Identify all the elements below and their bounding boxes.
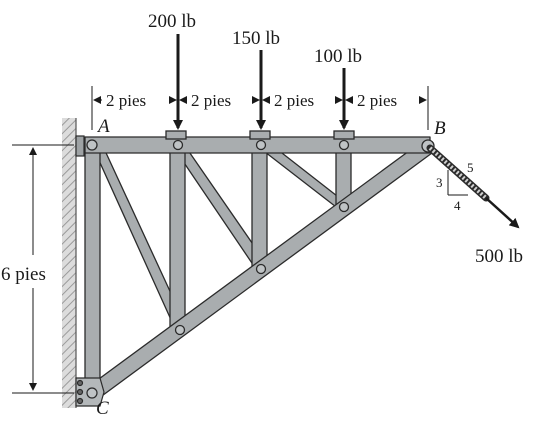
span-dimension	[91, 86, 429, 130]
span-1-label: 2 pies	[106, 91, 146, 110]
span-2-label: 2 pies	[191, 91, 231, 110]
joints	[86, 130, 435, 336]
wall	[62, 118, 76, 408]
span-4-label: 2 pies	[357, 91, 397, 110]
support-a-bracket	[75, 135, 85, 157]
load-200-label: 200 lb	[148, 11, 196, 32]
member-vert-2	[251, 144, 268, 271]
member-ac	[84, 144, 101, 394]
support-c	[75, 377, 105, 407]
slope-hyp: 5	[467, 160, 474, 175]
cable	[426, 144, 490, 202]
slope-rise: 3	[436, 175, 443, 190]
slope-run: 4	[454, 198, 461, 213]
node-b-label: B	[434, 118, 446, 139]
slope-triangle	[447, 170, 468, 196]
node-c-label: C	[96, 398, 109, 419]
node-a-label: A	[96, 116, 110, 137]
member-vert-1	[169, 144, 186, 331]
pin-c	[86, 387, 98, 399]
load-100-label: 100 lb	[314, 46, 362, 67]
load-150-label: 150 lb	[232, 28, 280, 49]
dim-height-label: 6 pies	[1, 264, 46, 285]
height-dimension	[12, 144, 74, 394]
pin-a	[86, 139, 98, 151]
span-3-label: 2 pies	[274, 91, 314, 110]
force-500-arrow	[485, 197, 520, 229]
load-500-label: 500 lb	[475, 246, 523, 267]
